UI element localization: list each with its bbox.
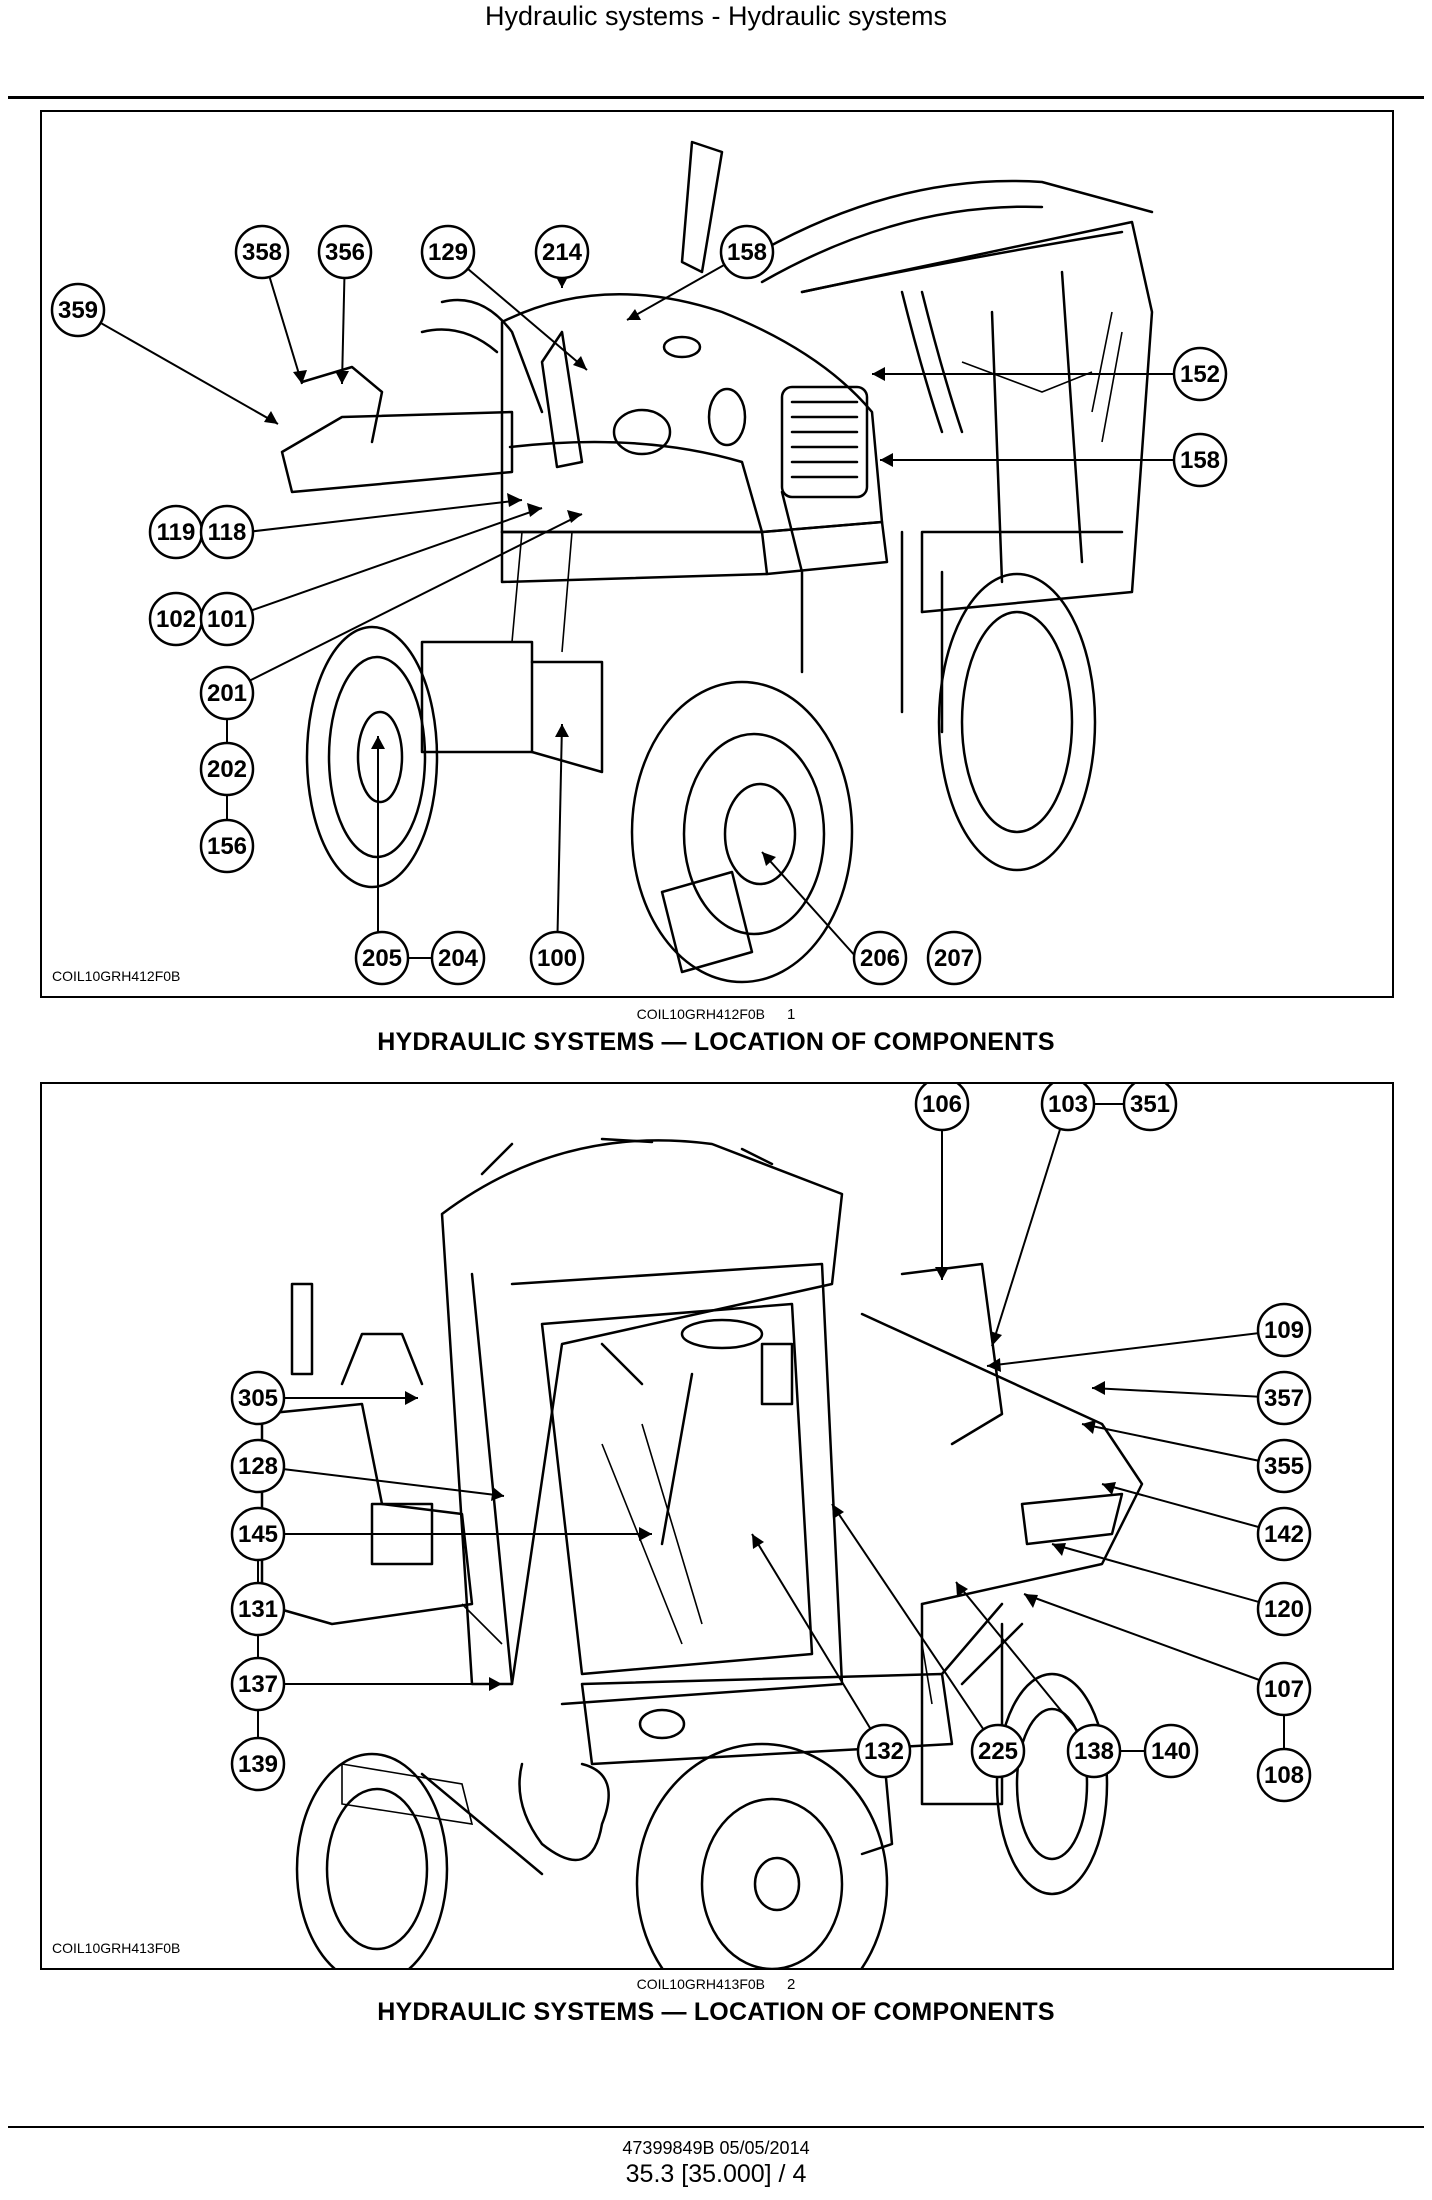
callout: 225 — [978, 1738, 1018, 1765]
callout: 158 — [727, 239, 767, 266]
figure-1-caption-code: COIL10GRH412F0B 1 — [0, 1006, 1432, 1023]
figure-2-caption-code: COIL10GRH413F0B 2 — [0, 1976, 1432, 1993]
callout: 119 — [157, 519, 196, 546]
callout: 205 — [362, 945, 402, 972]
callout: 107 — [1264, 1676, 1304, 1703]
callout: 356 — [325, 239, 365, 266]
callout: 305 — [238, 1385, 278, 1412]
callout: 152 — [1180, 361, 1220, 388]
callout: 138 — [1074, 1738, 1114, 1765]
callout: 142 — [1264, 1521, 1304, 1548]
figure-1-caption-code-text: COIL10GRH412F0B — [636, 1006, 766, 1022]
callout: 351 — [1130, 1091, 1170, 1118]
callout: 131 — [238, 1596, 278, 1623]
callout: 103 — [1048, 1091, 1088, 1118]
callout: 120 — [1264, 1596, 1304, 1623]
figure-1-image-code: COIL10GRH412F0B — [52, 968, 181, 984]
callout: 100 — [537, 945, 577, 972]
callout: 206 — [860, 945, 900, 972]
figure-2-image-code: COIL10GRH413F0B — [52, 1940, 181, 1956]
callout: 128 — [238, 1453, 278, 1480]
callout: 359 — [58, 297, 98, 324]
figure-2-number: 2 — [787, 1976, 796, 1993]
callout: 355 — [1264, 1453, 1304, 1480]
page-header-title: Hydraulic systems - Hydraulic systems — [484, 1, 948, 31]
figure-1: 358 356 129 214 158 359 152 158 119 118 … — [40, 110, 1394, 998]
callout: 129 — [428, 239, 468, 266]
callout: 132 — [864, 1738, 904, 1765]
callout: 207 — [934, 945, 974, 972]
callout: 118 — [208, 519, 247, 546]
footer-rule — [8, 2126, 1424, 2128]
callout: 109 — [1264, 1317, 1304, 1344]
callout: 101 — [207, 606, 247, 633]
figure-1-number: 1 — [787, 1006, 796, 1023]
callout: 108 — [1264, 1762, 1304, 1789]
callout: 140 — [1151, 1738, 1191, 1765]
header-rule — [8, 96, 1424, 99]
callout: 358 — [242, 239, 282, 266]
callout: 204 — [438, 945, 479, 972]
callout: 102 — [156, 606, 196, 633]
figure-1-drawing: 358 356 129 214 158 359 152 158 119 118 … — [50, 140, 1228, 986]
callout: 106 — [922, 1091, 962, 1118]
callout: 145 — [238, 1521, 278, 1548]
figure-2-drawing: 106 103 351 109 305 357 128 355 145 142 … — [230, 1084, 1312, 1968]
footer-doc-ref: 47399849B 05/05/2014 — [622, 2138, 810, 2158]
callout: 156 — [207, 833, 247, 860]
callout: 214 — [542, 239, 583, 266]
callout: 137 — [238, 1671, 278, 1698]
callout: 202 — [207, 756, 247, 783]
figure-2-title: HYDRAULIC SYSTEMS — LOCATION OF COMPONEN… — [377, 1998, 1055, 2026]
figure-2-caption-code-text: COIL10GRH413F0B — [636, 1976, 766, 1992]
footer-page-ref: 35.3 [35.000] / 4 — [625, 2160, 807, 2188]
callout: 357 — [1264, 1385, 1304, 1412]
callout: 158 — [1180, 447, 1220, 474]
figure-1-title: HYDRAULIC SYSTEMS — LOCATION OF COMPONEN… — [377, 1028, 1055, 1056]
callout: 139 — [238, 1751, 278, 1778]
callout: 201 — [207, 680, 247, 707]
figure-2: 106 103 351 109 305 357 128 355 145 142 … — [40, 1082, 1394, 1970]
